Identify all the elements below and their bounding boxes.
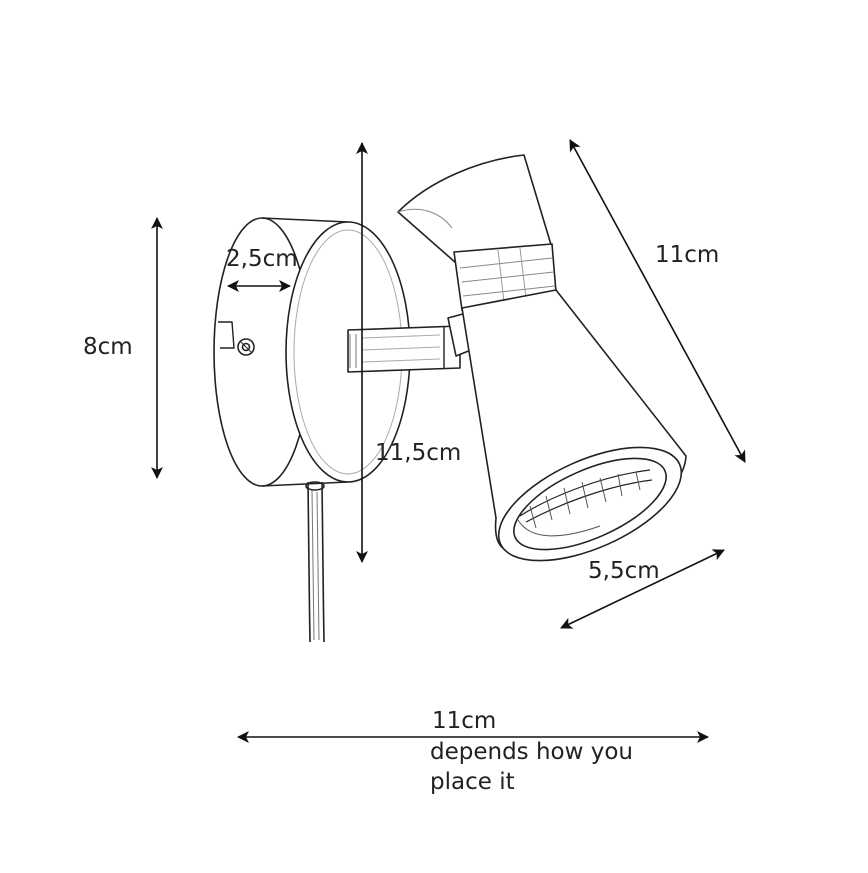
power-cord: [305, 481, 325, 643]
width-note: depends how you place it: [430, 737, 633, 797]
dimension-labels: 8cm 2,5cm 11,5cm 11cm 5,5cm 11cm: [83, 242, 719, 734]
bulb: [517, 469, 653, 537]
lamp-illustration: [213, 154, 687, 643]
width-note-line-1: depends how you: [430, 739, 634, 765]
screw: [237, 338, 255, 356]
width-note-line-2: place it: [430, 769, 515, 795]
label-total-width: 11cm: [432, 708, 496, 734]
label-total-height: 11,5cm: [375, 440, 461, 466]
dimension-lines: [151, 139, 746, 743]
dim-line-shade-diameter: [560, 549, 725, 629]
label-shade-length: 11cm: [655, 242, 719, 268]
label-mount-height: 8cm: [83, 334, 133, 360]
lower-shade: [461, 289, 687, 562]
label-shade-diameter: 5,5cm: [588, 558, 660, 584]
upper-shade: [397, 154, 553, 271]
dim-line-shade-length: [569, 139, 746, 463]
label-mount-depth: 2,5cm: [226, 246, 298, 272]
